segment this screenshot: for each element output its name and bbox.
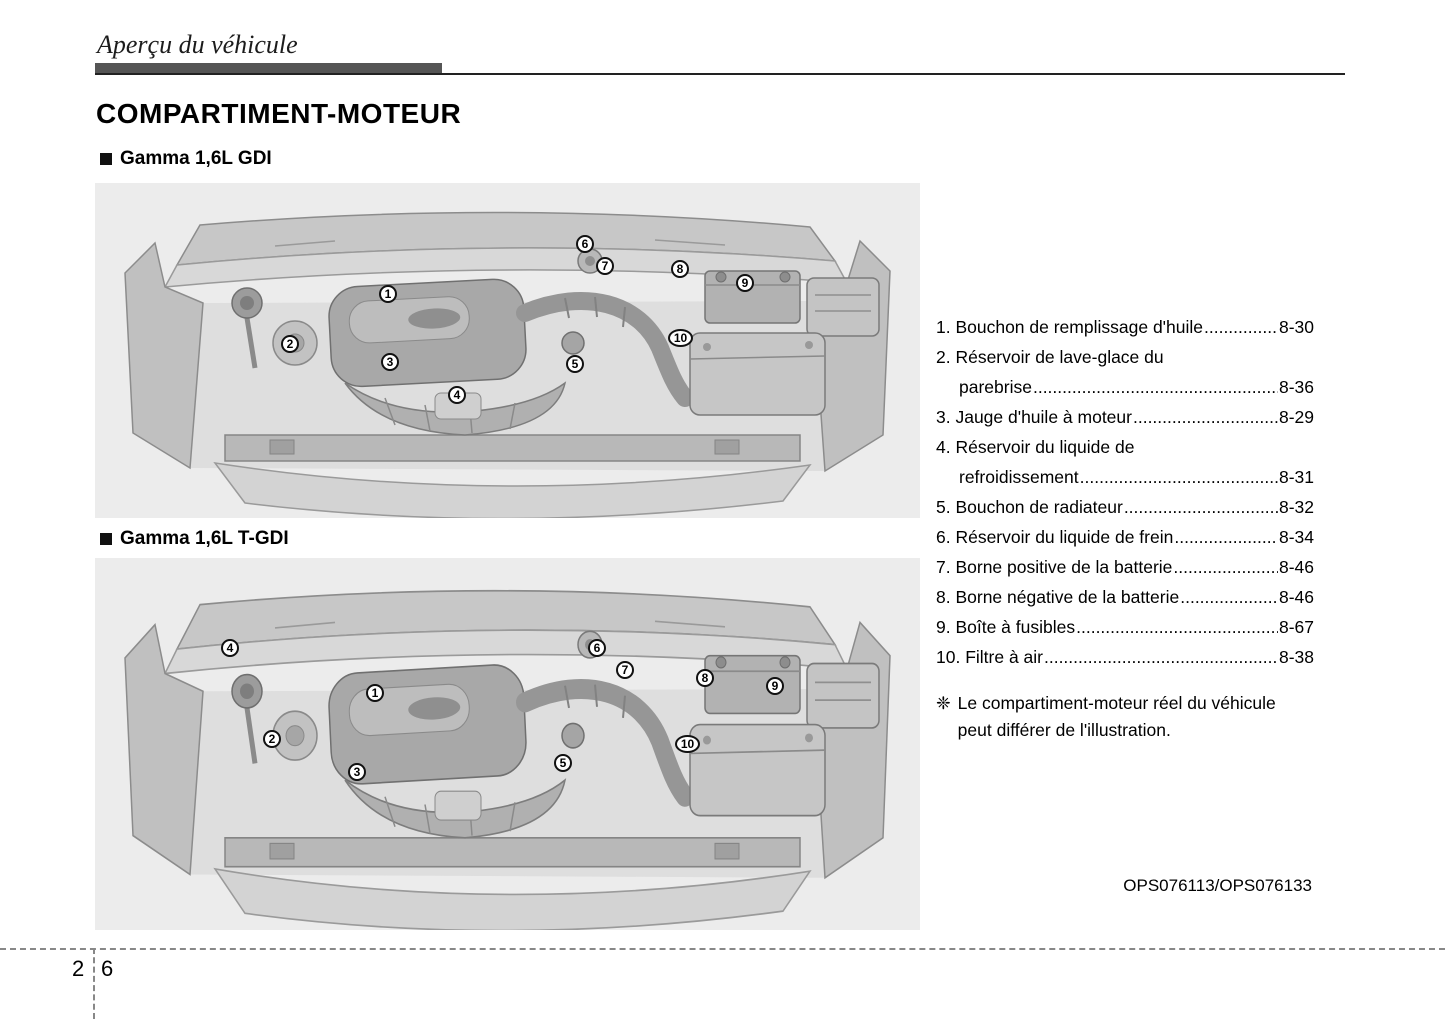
legend-item-page: 8-67 — [1278, 617, 1314, 637]
square-marker-icon — [100, 153, 112, 165]
callout-marker-2: 2 — [263, 730, 281, 748]
dot-leader — [1124, 492, 1278, 522]
callout-marker-1: 1 — [379, 285, 397, 303]
legend-item: 5. Bouchon de radiateur 8-32 — [936, 492, 1314, 522]
callout-marker-10: 10 — [668, 329, 693, 347]
callout-marker-6: 6 — [588, 639, 606, 657]
legend-item-page: 8-38 — [1278, 647, 1314, 667]
chapter-header: Aperçu du véhicule — [97, 30, 298, 59]
diagram-label-text: Gamma 1,6L GDI — [120, 148, 272, 169]
callout-marker-9: 9 — [736, 274, 754, 292]
legend-item-text: 2. Réservoir de lave-glace du — [936, 347, 1164, 367]
legend-item: 10. Filtre à air 8-38 — [936, 642, 1314, 672]
legend-item-text: 3. Jauge d'huile à moteur — [936, 407, 1132, 427]
legend-item: 8. Borne négative de la batterie 8-46 — [936, 582, 1314, 612]
legend-item-text2: parebrise — [959, 377, 1032, 397]
callout-marker-2: 2 — [281, 335, 299, 353]
footer-page-number: 6 — [101, 956, 114, 981]
page-title: COMPARTIMENT-MOTEUR — [96, 98, 462, 129]
callout-marker-5: 5 — [566, 355, 584, 373]
legend-item-page: 8-46 — [1278, 587, 1314, 607]
callout-marker-9: 9 — [766, 677, 784, 695]
legend-item-page: 8-32 — [1278, 497, 1314, 517]
callout-marker-5: 5 — [554, 754, 572, 772]
footer-dashed-divider — [93, 948, 95, 1019]
legend-item-text: 4. Réservoir du liquide de — [936, 437, 1135, 457]
diagram-label-text: Gamma 1,6L T-GDI — [120, 528, 289, 549]
header-rule — [95, 73, 1345, 75]
dot-leader — [1180, 582, 1278, 612]
legend-item-page: 8-30 — [1278, 317, 1314, 337]
callout-marker-4: 4 — [448, 386, 466, 404]
dot-leader — [1174, 522, 1278, 552]
callout-marker-3: 3 — [348, 763, 366, 781]
legend-item-text2: refroidissement — [959, 467, 1079, 487]
dot-leader — [1076, 612, 1278, 642]
legend-item: 4. Réservoir du liquide de refroidisseme… — [936, 432, 1314, 492]
dot-leader — [1173, 552, 1278, 582]
engine-illustration — [95, 183, 920, 518]
callout-marker-4: 4 — [221, 639, 239, 657]
legend-item-text: 7. Borne positive de la batterie — [936, 557, 1173, 577]
callout-marker-7: 7 — [616, 661, 634, 679]
footer-dashed-rule — [0, 948, 1445, 950]
legend-item: 2. Réservoir de lave-glace du parebrise … — [936, 342, 1314, 402]
legend-item-page: 8-29 — [1278, 407, 1314, 427]
disclaimer-note: ❈ Le compartiment-moteur réel du véhicul… — [936, 690, 1314, 744]
callout-marker-10: 10 — [675, 735, 700, 753]
note-symbol-icon: ❈ — [936, 693, 951, 713]
legend-item-text: 1. Bouchon de remplissage d'huile — [936, 317, 1203, 337]
diagram-label-gdi: Gamma 1,6L GDI — [100, 148, 272, 170]
legend-item: 1. Bouchon de remplissage d'huile 8-30 — [936, 312, 1314, 342]
legend-item-text: 6. Réservoir du liquide de frein — [936, 527, 1174, 547]
legend-item: 9. Boîte à fusibles 8-67 — [936, 612, 1314, 642]
callout-marker-3: 3 — [381, 353, 399, 371]
callout-marker-1: 1 — [366, 684, 384, 702]
legend-item-text: 9. Boîte à fusibles — [936, 617, 1076, 637]
legend-item-page: 8-34 — [1278, 527, 1314, 547]
legend-item-text: 5. Bouchon de radiateur — [936, 497, 1123, 517]
legend-item-page: 8-36 — [1278, 377, 1314, 397]
callout-marker-8: 8 — [696, 669, 714, 687]
square-marker-icon — [100, 533, 112, 545]
header-accent-bar — [95, 63, 442, 74]
engine-illustration — [95, 558, 920, 930]
figure-code: OPS076113/OPS076133 — [1123, 876, 1312, 895]
diagram-label-tgdi: Gamma 1,6L T-GDI — [100, 528, 289, 550]
legend-item-page: 8-46 — [1278, 557, 1314, 577]
callout-marker-8: 8 — [671, 260, 689, 278]
legend: 1. Bouchon de remplissage d'huile 8-30 2… — [936, 312, 1314, 672]
legend-item: 7. Borne positive de la batterie 8-46 — [936, 552, 1314, 582]
footer-chapter-number: 2 — [72, 956, 85, 981]
legend-item-text: 10. Filtre à air — [936, 647, 1043, 667]
dot-leader — [1204, 312, 1278, 342]
dot-leader — [1033, 372, 1278, 402]
dot-leader — [1044, 642, 1278, 672]
legend-item: 3. Jauge d'huile à moteur 8-29 — [936, 402, 1314, 432]
callout-marker-7: 7 — [596, 257, 614, 275]
note-text: Le compartiment-moteur réel du véhicule … — [957, 693, 1276, 740]
legend-item-text: 8. Borne négative de la batterie — [936, 587, 1180, 607]
callout-marker-6: 6 — [576, 235, 594, 253]
dot-leader — [1080, 462, 1278, 492]
dot-leader — [1133, 402, 1278, 432]
legend-item: 6. Réservoir du liquide de frein 8-34 — [936, 522, 1314, 552]
legend-item-page: 8-31 — [1278, 467, 1314, 487]
